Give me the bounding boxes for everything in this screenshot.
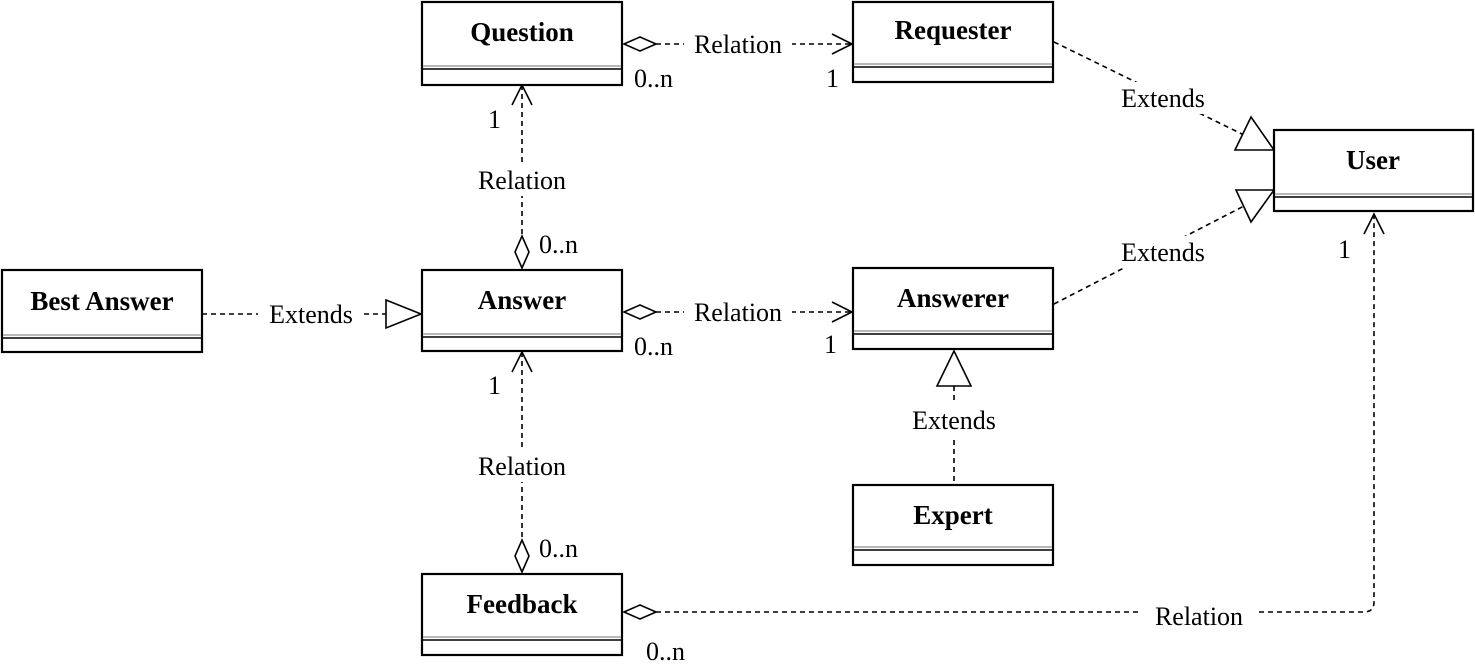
connector-requester-user: Extends [1053,41,1276,151]
aggregation-diamond [514,234,530,270]
aggregation-diamond [514,538,530,574]
connector-answerer-user: Extends [1053,189,1276,305]
class-answerer[interactable]: Answerer [851,266,1055,351]
connector-question-requester: Relation 0..n 1 [622,28,854,93]
class-expert[interactable]: Expert [851,483,1055,567]
aggregation-diamond [622,36,658,52]
class-name: Feedback [467,589,578,619]
multiplicity-source: 0..n [539,230,578,259]
multiplicity-source: 0..n [634,332,673,361]
class-name: Question [470,17,574,47]
relation-label: Relation [1155,602,1243,631]
connector-feedback-user: Relation 0..n 1 [622,212,1385,666]
multiplicity-target: 1 [826,64,839,93]
multiplicity-target: 1 [824,330,837,359]
connector-expert-answerer: Extends [899,349,1009,485]
extends-label: Extends [1121,84,1205,113]
class-question[interactable]: Question [420,0,624,87]
multiplicity-source: 0..n [646,637,685,666]
multiplicity-target: 1 [488,105,501,134]
aggregation-diamond [622,604,658,620]
extends-label: Extends [912,406,996,435]
multiplicity-source: 0..n [539,534,578,563]
relation-label: Relation [694,30,782,59]
connector-best-answer-answer: Extends [202,298,424,330]
class-name: Requester [895,15,1012,45]
inheritance-triangle [385,298,424,330]
extends-label: Extends [269,300,353,329]
class-user[interactable]: User [1272,128,1475,213]
inheritance-triangle [935,349,973,387]
class-answer[interactable]: Answer [420,268,624,353]
arrow-head [1363,212,1385,235]
class-name: Answerer [897,283,1009,313]
connector-answer-question: Relation 0..n 1 [466,83,578,270]
class-best-answer[interactable]: Best Answer [0,268,204,354]
aggregation-diamond [622,304,658,320]
extends-label: Extends [1121,238,1205,267]
class-name: Best Answer [30,286,173,316]
relation-label: Relation [694,298,782,327]
class-name: Expert [913,500,992,530]
connector-feedback-answer: Relation 0..n 1 [466,350,578,574]
inheritance-triangle [1234,189,1276,224]
multiplicity-source: 0..n [634,64,673,93]
multiplicity-target: 1 [488,371,501,400]
inheritance-triangle [1233,115,1276,151]
class-requester[interactable]: Requester [851,0,1055,84]
relation-label: Relation [478,166,566,195]
multiplicity-target: 1 [1338,235,1351,264]
relation-label: Relation [478,452,566,481]
class-feedback[interactable]: Feedback [420,572,624,657]
class-name: User [1346,145,1400,175]
class-name: Answer [478,285,567,315]
connector-answer-answerer: Relation 0..n 1 [622,296,854,361]
